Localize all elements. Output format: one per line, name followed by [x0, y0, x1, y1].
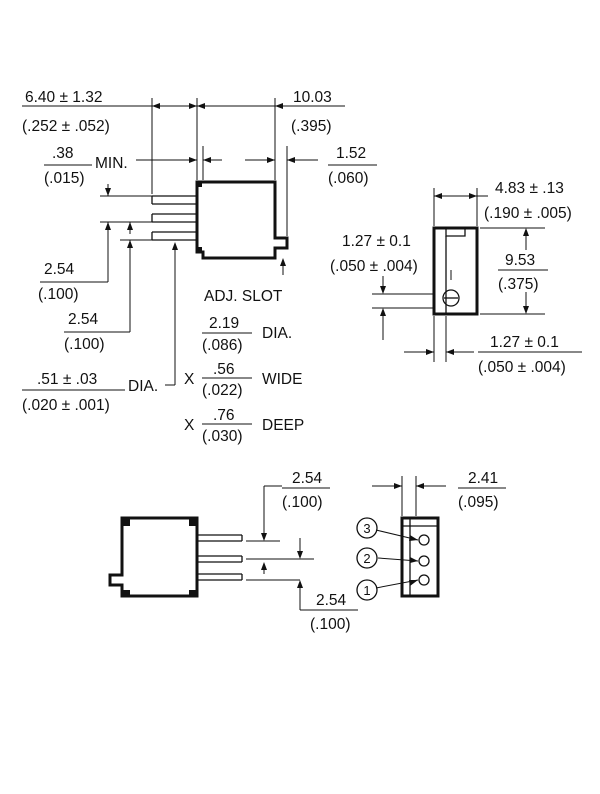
dim-width-in: (.190 ± .005)	[484, 205, 572, 222]
dim-tab-in: (.060)	[328, 170, 369, 187]
dim-tab: 1.52 (.060)	[245, 145, 377, 187]
dim-pin-dia: .51 ± .03 (.020 ± .001) DIA.	[22, 242, 178, 414]
end-view: 4.83 ± .13 (.190 ± .005) 9.53 (.375) 1.2…	[330, 180, 582, 376]
slot-deep-word: DEEP	[262, 417, 304, 434]
bottom-side-in: (.095)	[458, 494, 499, 511]
dim-pin-dia-mm: .51 ± .03	[37, 371, 97, 388]
corner-notch	[197, 247, 202, 252]
dim-pin-dia-word: DIA.	[128, 378, 158, 395]
dim-body-length-mm: 6.40 ± 1.32	[25, 89, 102, 106]
corner-notch	[122, 590, 130, 596]
pin-number-2: 2	[363, 551, 370, 566]
dim-side-offset-mm: 1.27 ± 0.1	[490, 334, 559, 351]
dim-overall-in: (.395)	[291, 118, 332, 135]
dim-side-offset-in: (.050 ± .004)	[478, 359, 566, 376]
bottom-side-mm: 2.41	[468, 470, 498, 487]
pin-2-hole-icon	[418, 555, 430, 567]
bottom-pitch-top-mm: 2.54	[292, 470, 323, 487]
side-view: 6.40 ± 1.32 (.252 ± .052) 10.03 (.395) .…	[22, 89, 377, 445]
pin-label-1: 1	[356, 579, 378, 601]
slot-spec: 2.19 (.086) DIA. X .56 (.022) WIDE X .76…	[184, 315, 304, 445]
bottom-side-view: 2.54 (.100) 2.54 (.100)	[108, 470, 358, 633]
slot-wide-mm: .56	[213, 361, 235, 378]
dim-pitch-2: 2.54 (.100)	[64, 222, 152, 353]
pin-1-hole-icon	[418, 574, 430, 586]
pin-number-3: 3	[363, 521, 370, 536]
dim-pin-dia-in: (.020 ± .001)	[22, 397, 110, 414]
bottom-pitch-top-in: (.100)	[282, 494, 323, 511]
bottom-side-view-pins	[197, 534, 243, 581]
dim-pitch-1-in: (.100)	[38, 286, 79, 303]
slot-dia-word: DIA.	[262, 325, 292, 342]
dim-overall: 10.03 (.395)	[197, 89, 345, 135]
dim-height-in: (.375)	[498, 276, 539, 293]
dim-standoff-min-word: MIN.	[95, 155, 128, 172]
bottom-pitch-bot-in: (.100)	[310, 616, 351, 633]
dim-slot-offset-mm: 1.27 ± 0.1	[342, 233, 411, 250]
dim-pitch-2-mm: 2.54	[68, 311, 99, 328]
dim-standoff-in: (.015)	[44, 170, 85, 187]
dim-overall-mm: 10.03	[293, 89, 332, 106]
dim-standoff-mm: .38	[52, 145, 74, 162]
bottom-side-view-body	[108, 516, 199, 598]
adj-slot-label: ADJ. SLOT	[204, 288, 283, 305]
corner-notch	[197, 182, 202, 187]
slot-deep-mm: .76	[213, 407, 235, 424]
dim-body-length: 6.40 ± 1.32 (.252 ± .052)	[22, 89, 197, 135]
dim-height-mm: 9.53	[505, 252, 535, 269]
dim-pitch-2-in: (.100)	[64, 336, 105, 353]
pin-number-1: 1	[363, 583, 370, 598]
slot-wide-in: (.022)	[202, 382, 243, 399]
dim-standoff: .38 (.015) MIN.	[44, 145, 222, 187]
pin-label-2: 2	[356, 547, 378, 569]
slot-dia-mm: 2.19	[209, 315, 239, 332]
dim-pitch-1: 2.54 (.100)	[38, 184, 152, 303]
adjustment-screw-icon	[442, 289, 460, 307]
bottom-pitch-bot-mm: 2.54	[316, 592, 347, 609]
slot-dia-in: (.086)	[202, 337, 243, 354]
bottom-end-view-body	[400, 516, 440, 598]
corner-notch	[122, 518, 130, 526]
dim-pitch-1-mm: 2.54	[44, 261, 75, 278]
slot-wide-word: WIDE	[262, 371, 302, 388]
slot-deep-in: (.030)	[202, 428, 243, 445]
dim-slot-offset-in: (.050 ± .004)	[330, 258, 418, 275]
pin-label-3: 3	[356, 517, 378, 539]
slot-x1: X	[184, 371, 195, 388]
pin-3-hole-icon	[418, 534, 430, 546]
side-view-body	[195, 180, 289, 260]
bottom-end-view: 3 2 1 2.41 (.095)	[356, 470, 506, 601]
dim-tab-mm: 1.52	[336, 145, 366, 162]
dim-body-length-in: (.252 ± .052)	[22, 118, 110, 135]
slot-x2: X	[184, 417, 195, 434]
corner-notch	[189, 518, 197, 526]
corner-notch	[189, 590, 197, 596]
end-view-body	[432, 226, 479, 316]
side-view-pins	[151, 195, 197, 241]
dim-width-mm: 4.83 ± .13	[495, 180, 564, 197]
